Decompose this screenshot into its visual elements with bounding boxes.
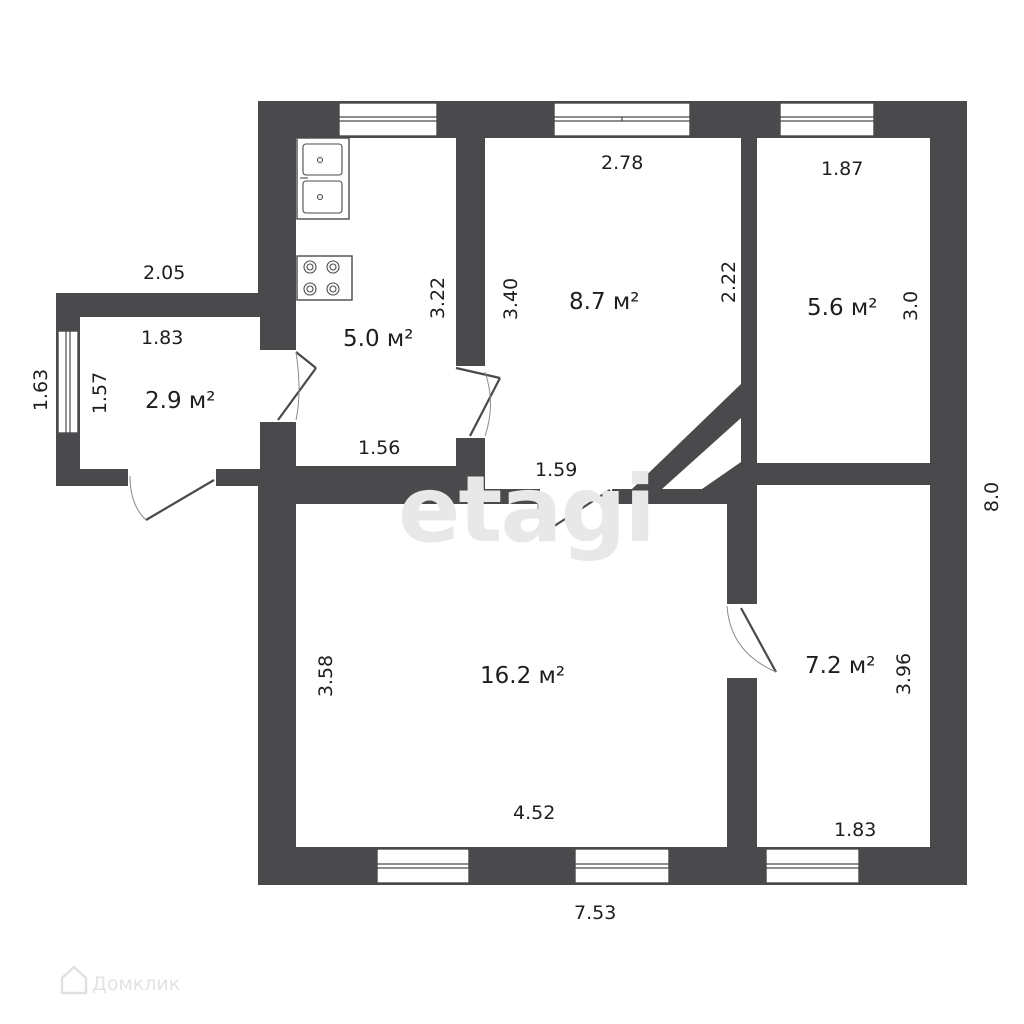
dim-entry-outer-left: 1.63 bbox=[30, 369, 52, 411]
brand-name: Домклик bbox=[92, 973, 180, 995]
dim-center-left: 3.40 bbox=[500, 278, 522, 320]
dim-entry-top: 1.83 bbox=[141, 327, 183, 349]
room-topright bbox=[757, 138, 930, 463]
dim-kitchen-right: 3.22 bbox=[427, 277, 449, 319]
dim-bottomright-bottom: 1.83 bbox=[834, 819, 876, 841]
area-big: 16.2 м² bbox=[480, 663, 565, 689]
dim-center-top: 2.78 bbox=[601, 152, 643, 174]
stove-icon bbox=[296, 255, 353, 301]
room-center bbox=[485, 138, 741, 489]
watermark: etagi bbox=[398, 456, 654, 563]
sink-icon bbox=[296, 137, 350, 220]
area-bottomright: 7.2 м² bbox=[805, 653, 875, 679]
window-big-right bbox=[574, 848, 670, 884]
area-labels: 2.9 м² 5.0 м² 8.7 м² 5.6 м² 16.2 м² 7.2 … bbox=[145, 289, 877, 689]
window-kitchen bbox=[338, 102, 438, 137]
door-big-bottomright bbox=[726, 605, 777, 673]
area-center: 8.7 м² bbox=[569, 289, 639, 315]
door-center-big bbox=[537, 489, 611, 533]
window-entry bbox=[57, 330, 79, 434]
dim-kitchen-bottom: 1.56 bbox=[358, 437, 400, 459]
area-kitchen: 5.0 м² bbox=[343, 326, 413, 352]
room-big bbox=[296, 504, 727, 847]
dim-overall-right: 8.0 bbox=[981, 482, 1003, 512]
opening-center-big bbox=[540, 487, 612, 507]
opening-big-bottomright bbox=[725, 604, 759, 678]
opening-entry-outside bbox=[128, 466, 216, 488]
area-topright: 5.6 м² bbox=[807, 295, 877, 321]
dim-topright-top: 1.87 bbox=[821, 158, 863, 180]
dim-big-left: 3.58 bbox=[315, 655, 337, 697]
dim-center-right: 2.22 bbox=[718, 261, 740, 303]
room-bottomright bbox=[757, 485, 930, 847]
door-entry-kitchen bbox=[277, 351, 317, 421]
windows bbox=[57, 102, 875, 884]
doors bbox=[129, 351, 777, 673]
window-big-left bbox=[376, 848, 470, 884]
dim-big-bottom: 4.52 bbox=[513, 802, 555, 824]
dim-bottomright-right: 3.96 bbox=[893, 653, 915, 695]
opening-entry-kitchen bbox=[258, 350, 298, 422]
window-topright bbox=[779, 102, 875, 137]
closet bbox=[662, 418, 741, 489]
dimension-labels: 2.05 1.83 1.56 2.78 1.59 1.87 4.52 1.83 … bbox=[30, 152, 1003, 924]
room-entry bbox=[80, 317, 260, 469]
dim-entry-outer-top: 2.05 bbox=[143, 262, 185, 284]
dim-overall-bottom: 7.53 bbox=[574, 902, 616, 924]
rooms bbox=[80, 138, 930, 847]
dim-center-bottom: 1.59 bbox=[535, 459, 577, 481]
area-entry: 2.9 м² bbox=[145, 388, 215, 414]
brand-logo: Домклик bbox=[60, 965, 180, 995]
house-icon bbox=[60, 965, 88, 995]
door-kitchen-center bbox=[455, 366, 501, 437]
dim-topright-right: 3.0 bbox=[900, 291, 922, 321]
window-bottomright bbox=[765, 848, 860, 884]
kitchen-fixtures bbox=[296, 137, 353, 301]
door-entry-outside bbox=[129, 475, 215, 521]
window-center bbox=[553, 102, 691, 137]
dim-entry-left: 1.57 bbox=[89, 372, 111, 414]
opening-kitchen-center bbox=[454, 366, 487, 438]
